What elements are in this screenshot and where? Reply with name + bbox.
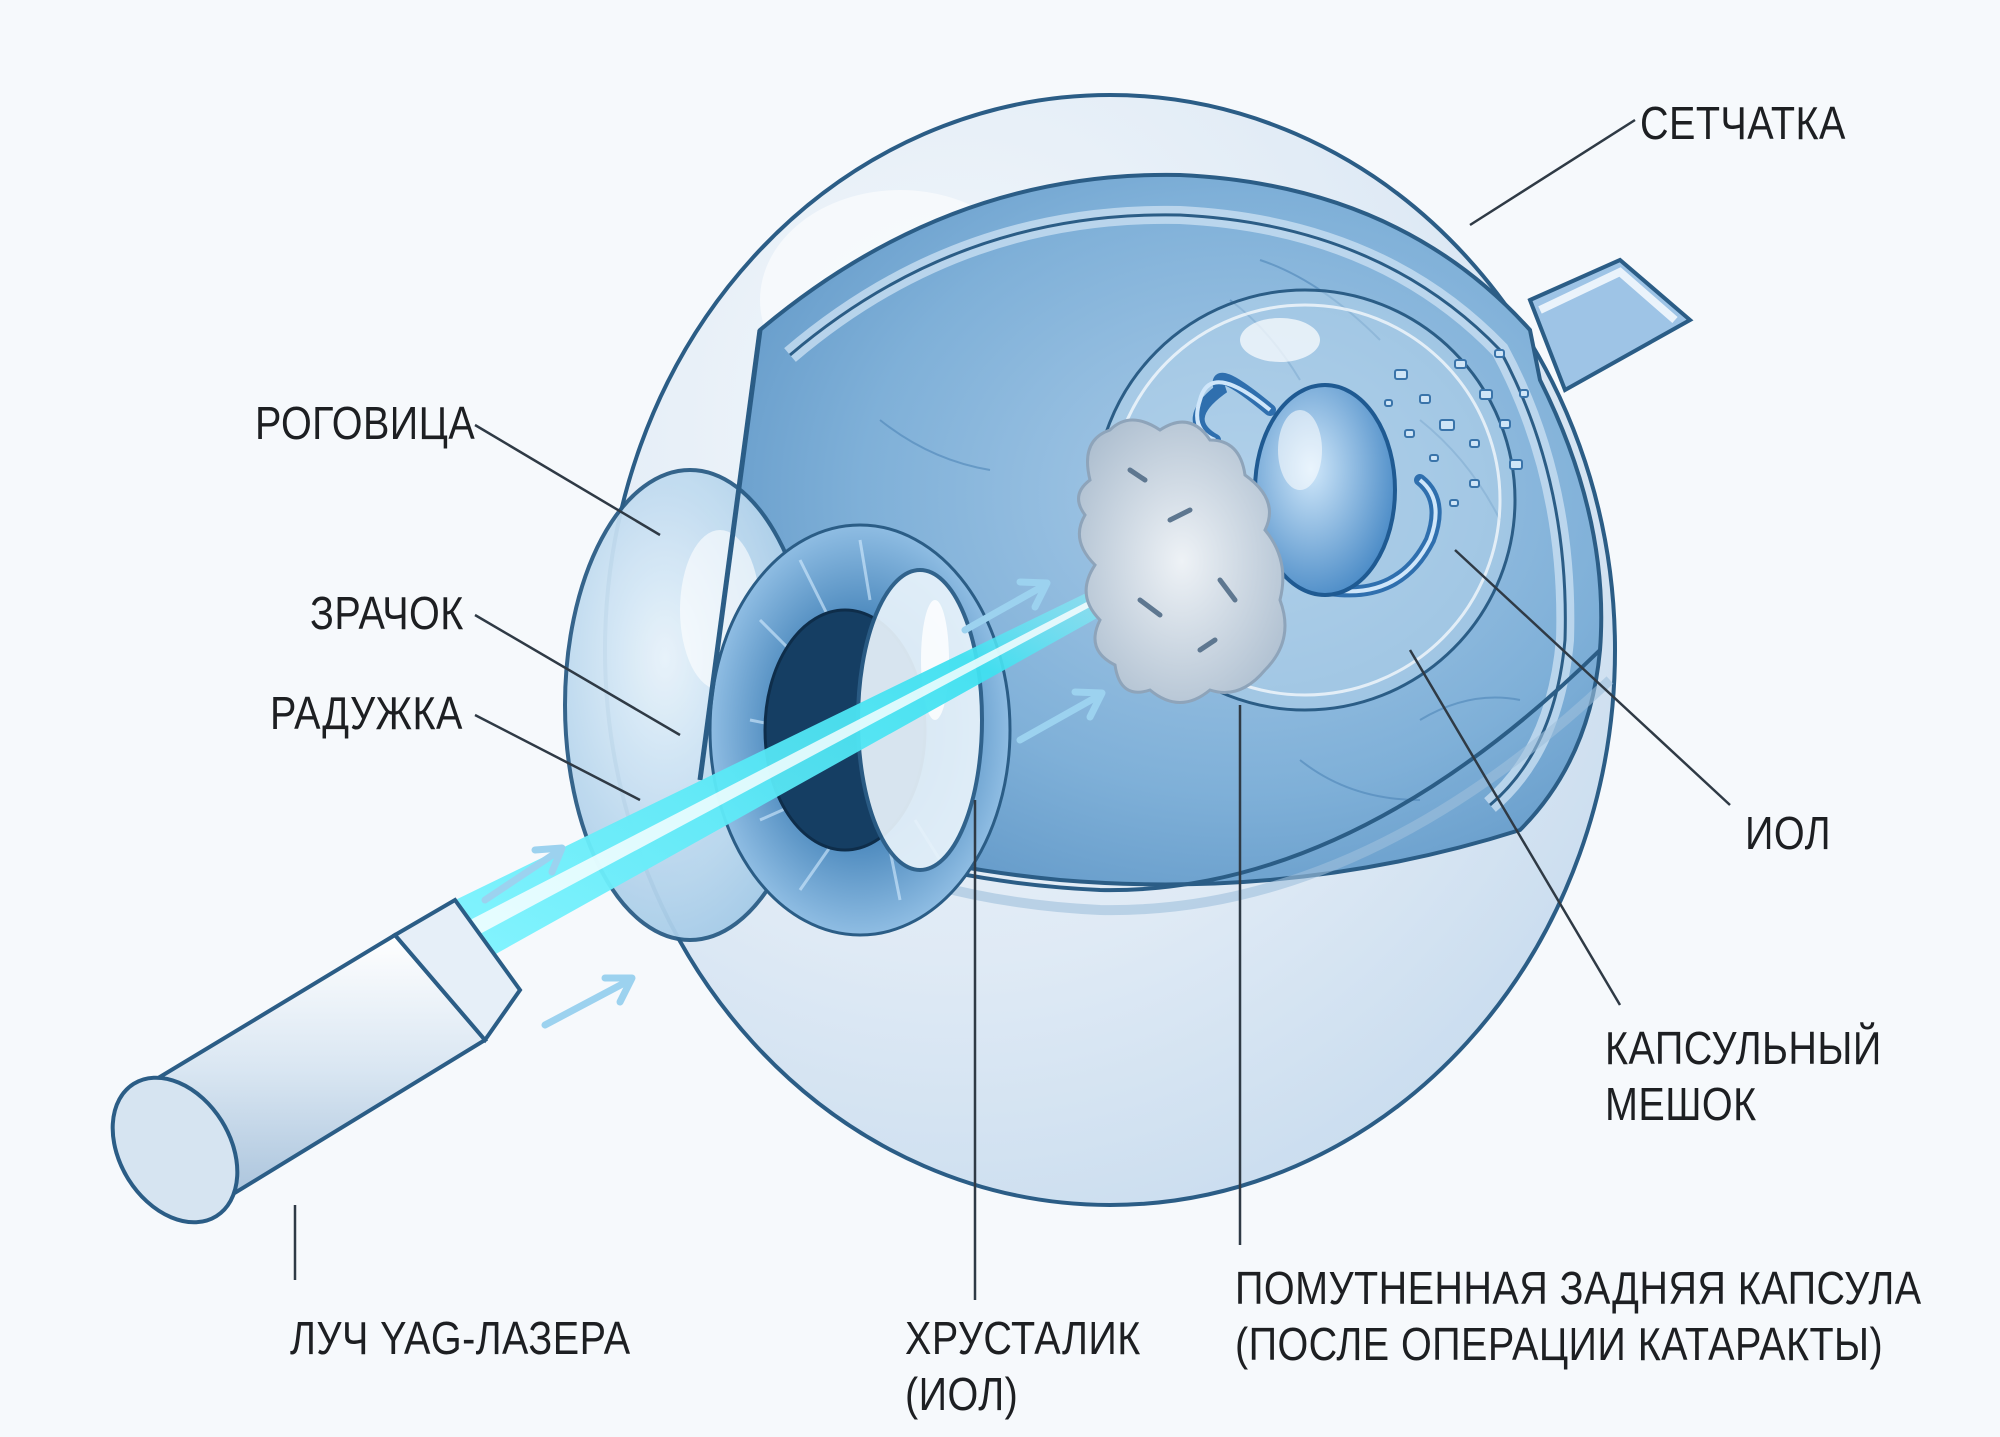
label-lens-line1: ХРУСТАЛИК [905, 1312, 1141, 1364]
label-cornea: РОГОВИЦА [255, 397, 476, 449]
label-capsule-line2: (ПОСЛЕ ОПЕРАЦИИ КАТАРАКТЫ) [1235, 1318, 1884, 1370]
label-capsule-line1: ПОМУТНЕННАЯ ЗАДНЯЯ КАПСУЛА [1235, 1262, 1922, 1314]
label-lens-line2: (ИОЛ) [905, 1368, 1019, 1420]
flow-arrows [481, 578, 1106, 1029]
label-iris: РАДУЖКА [270, 687, 463, 739]
label-capsular-bag-line1: КАПСУЛЬНЫЙ [1605, 1022, 1882, 1074]
label-opacified-capsule: ПОМУТНЕННАЯ ЗАДНЯЯ КАПСУЛА (ПОСЛЕ ОПЕРАЦ… [1235, 1260, 1922, 1372]
label-capsular-bag: КАПСУЛЬНЫЙ МЕШОК [1605, 1020, 1882, 1132]
label-iol: ИОЛ [1745, 807, 1832, 859]
yag-laser-device [110, 897, 523, 1225]
opacified-capsule [1077, 418, 1287, 704]
label-laser-beam: ЛУЧ YAG-ЛАЗЕРА [290, 1312, 631, 1364]
debris-particles [1384, 349, 1529, 507]
label-retina: СЕТЧАТКА [1640, 97, 1846, 149]
leader-lines [293, 118, 1731, 1300]
label-capsular-bag-line2: МЕШОК [1605, 1078, 1757, 1130]
label-lens-iol: ХРУСТАЛИК (ИОЛ) [905, 1310, 1141, 1422]
label-pupil: ЗРАЧОК [310, 587, 464, 639]
